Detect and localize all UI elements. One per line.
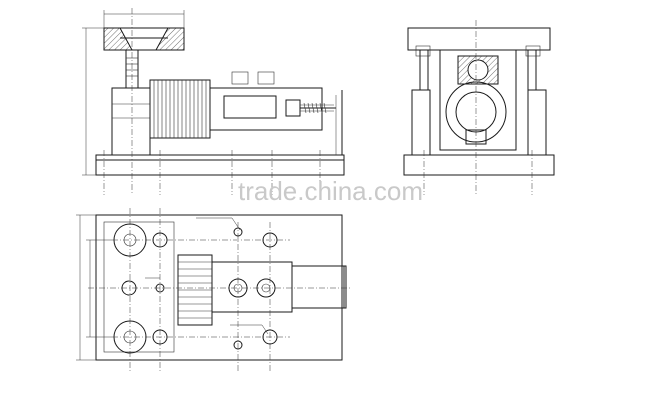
watermark: trade.china.com [238,176,423,206]
cable-thread [303,102,327,114]
plan-view [76,208,350,372]
plan-bellows-ribs [178,261,212,319]
front-view [82,8,345,195]
side-view [403,20,555,195]
bellows-ribs [153,80,207,138]
